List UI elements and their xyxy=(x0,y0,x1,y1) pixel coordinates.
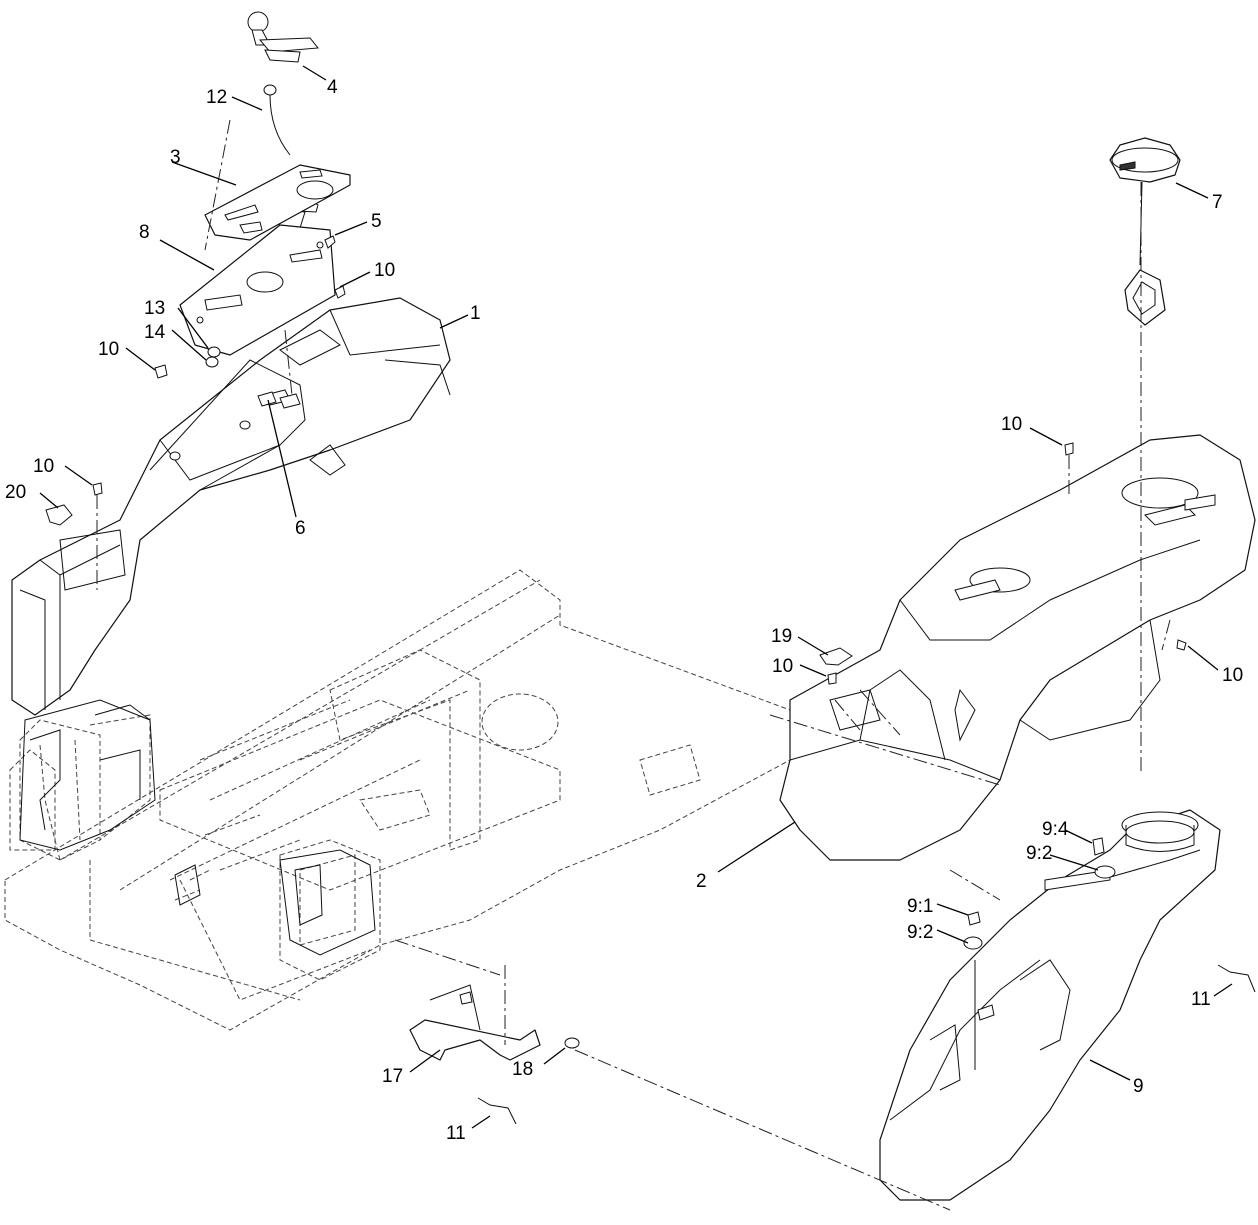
callout-labels: 1 2 3 4 5 6 7 8 9 9:4 9:2 9:1 9:2 10 10 … xyxy=(5,77,1243,1144)
callout-9-2-lower: 9:2 xyxy=(907,922,933,943)
assembly-lines xyxy=(96,119,1171,1211)
left-console-cover xyxy=(11,297,451,716)
control-panel-decal xyxy=(204,164,351,241)
callout-10-right-mid: 10 xyxy=(772,656,793,677)
frame-phantom xyxy=(4,569,791,1031)
callout-10-left-lower: 10 xyxy=(33,456,54,477)
callout-19: 19 xyxy=(771,626,792,647)
callout-11-right: 11 xyxy=(1191,989,1211,1010)
callout-3: 3 xyxy=(170,147,181,168)
callout-14: 14 xyxy=(144,322,166,343)
callout-13: 13 xyxy=(144,298,165,319)
fuel-tank xyxy=(879,809,1221,1201)
callout-4: 4 xyxy=(327,77,338,98)
callout-9-1: 9:1 xyxy=(907,896,933,917)
control-panel-plate xyxy=(179,224,336,356)
callout-10-right-top: 10 xyxy=(1001,414,1022,435)
callout-2: 2 xyxy=(696,871,707,892)
callout-20: 20 xyxy=(5,482,26,503)
choke-cable xyxy=(263,84,291,156)
callout-11-bottom: 11 xyxy=(446,1123,466,1144)
fuel-valve-fittings xyxy=(963,837,1116,950)
callout-6: 6 xyxy=(295,518,306,539)
callout-18: 18 xyxy=(512,1059,533,1080)
callout-10-panel: 10 xyxy=(374,260,395,281)
callout-9-4: 9:4 xyxy=(1042,819,1069,840)
callout-8: 8 xyxy=(139,222,150,243)
callout-9-2-upper: 9:2 xyxy=(1026,843,1052,864)
callout-1: 1 xyxy=(470,303,481,324)
callout-7: 7 xyxy=(1212,192,1223,213)
callout-17: 17 xyxy=(382,1066,403,1087)
callout-12: 12 xyxy=(206,87,227,108)
hardware-screws xyxy=(45,235,1187,685)
left-brackets xyxy=(19,699,376,956)
callout-9: 9 xyxy=(1133,1076,1144,1097)
callout-10-left-upper: 10 xyxy=(98,339,119,360)
callout-5: 5 xyxy=(371,211,382,232)
bracket-and-bolt xyxy=(409,984,580,1061)
fuel-cap-assembly xyxy=(1109,137,1181,326)
leader-lines xyxy=(39,65,1233,1129)
callout-10-right-side: 10 xyxy=(1222,665,1243,686)
hose-clamps xyxy=(477,964,1256,1125)
